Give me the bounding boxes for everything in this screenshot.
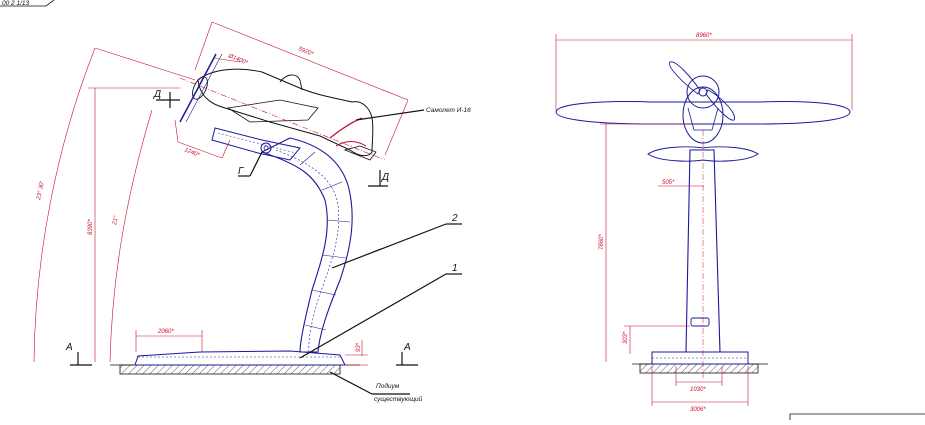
front-fuselage [682,86,724,144]
propeller [179,53,217,123]
dim-angle-inner: 21° [112,215,120,227]
pedestal-plate [134,350,346,366]
dim-wingspan: 8960* [696,33,712,39]
dim-angle-outer: 23° 30' [36,180,46,201]
podium-base [119,364,341,375]
stamp-text: 00 2 1/13 [2,0,29,7]
dim-offset-1240: 1240* [183,147,200,159]
dim-height-7860: 7860* [599,234,605,250]
callout-podium-line1: Подиум [376,382,400,390]
dim-height-total: 8390* [88,219,94,235]
front-wing [555,100,851,125]
section-mark-d-top: Д [153,89,161,100]
curved-column [260,137,353,353]
side-view: 5920* Ø1400* 1240* 23° 30' 21° 8390* 206… [33,21,471,403]
callout-aircraft: Самолет И-16 [426,107,471,114]
position-1: 1 [452,263,458,274]
section-mark-a-right: А [403,342,411,353]
front-column [685,149,721,353]
front-view: 8960* 505* 7860* 303* 1030* 3006* [555,33,925,420]
dim-base-length: 2060* [157,329,174,335]
section-mark-g: Г [238,166,245,177]
frame-corner [789,413,925,420]
dim-width-505: 505* [662,180,675,186]
mount-arm [211,127,301,161]
title-stamp: 00 2 1/13 [0,0,55,7]
dim-base-height: 93* [356,342,362,352]
dim-width-1030: 1030* [690,387,706,393]
front-propeller [669,61,701,95]
dim-propeller-diameter: Ø1400* [226,53,249,67]
section-mark-a-left: А [65,342,73,353]
callout-podium-line2: существующий [374,395,423,403]
position-2: 2 [451,213,458,224]
front-podium-base [639,363,759,374]
pivot-joint [260,142,272,154]
section-mark-d-bottom: Д [381,172,389,183]
dim-width-3006: 3006* [690,407,706,413]
front-stabilizer [647,146,759,162]
front-cowling [686,75,720,109]
dim-height-303: 303* [623,331,629,344]
dim-fuselage-length: 5920* [297,46,314,58]
